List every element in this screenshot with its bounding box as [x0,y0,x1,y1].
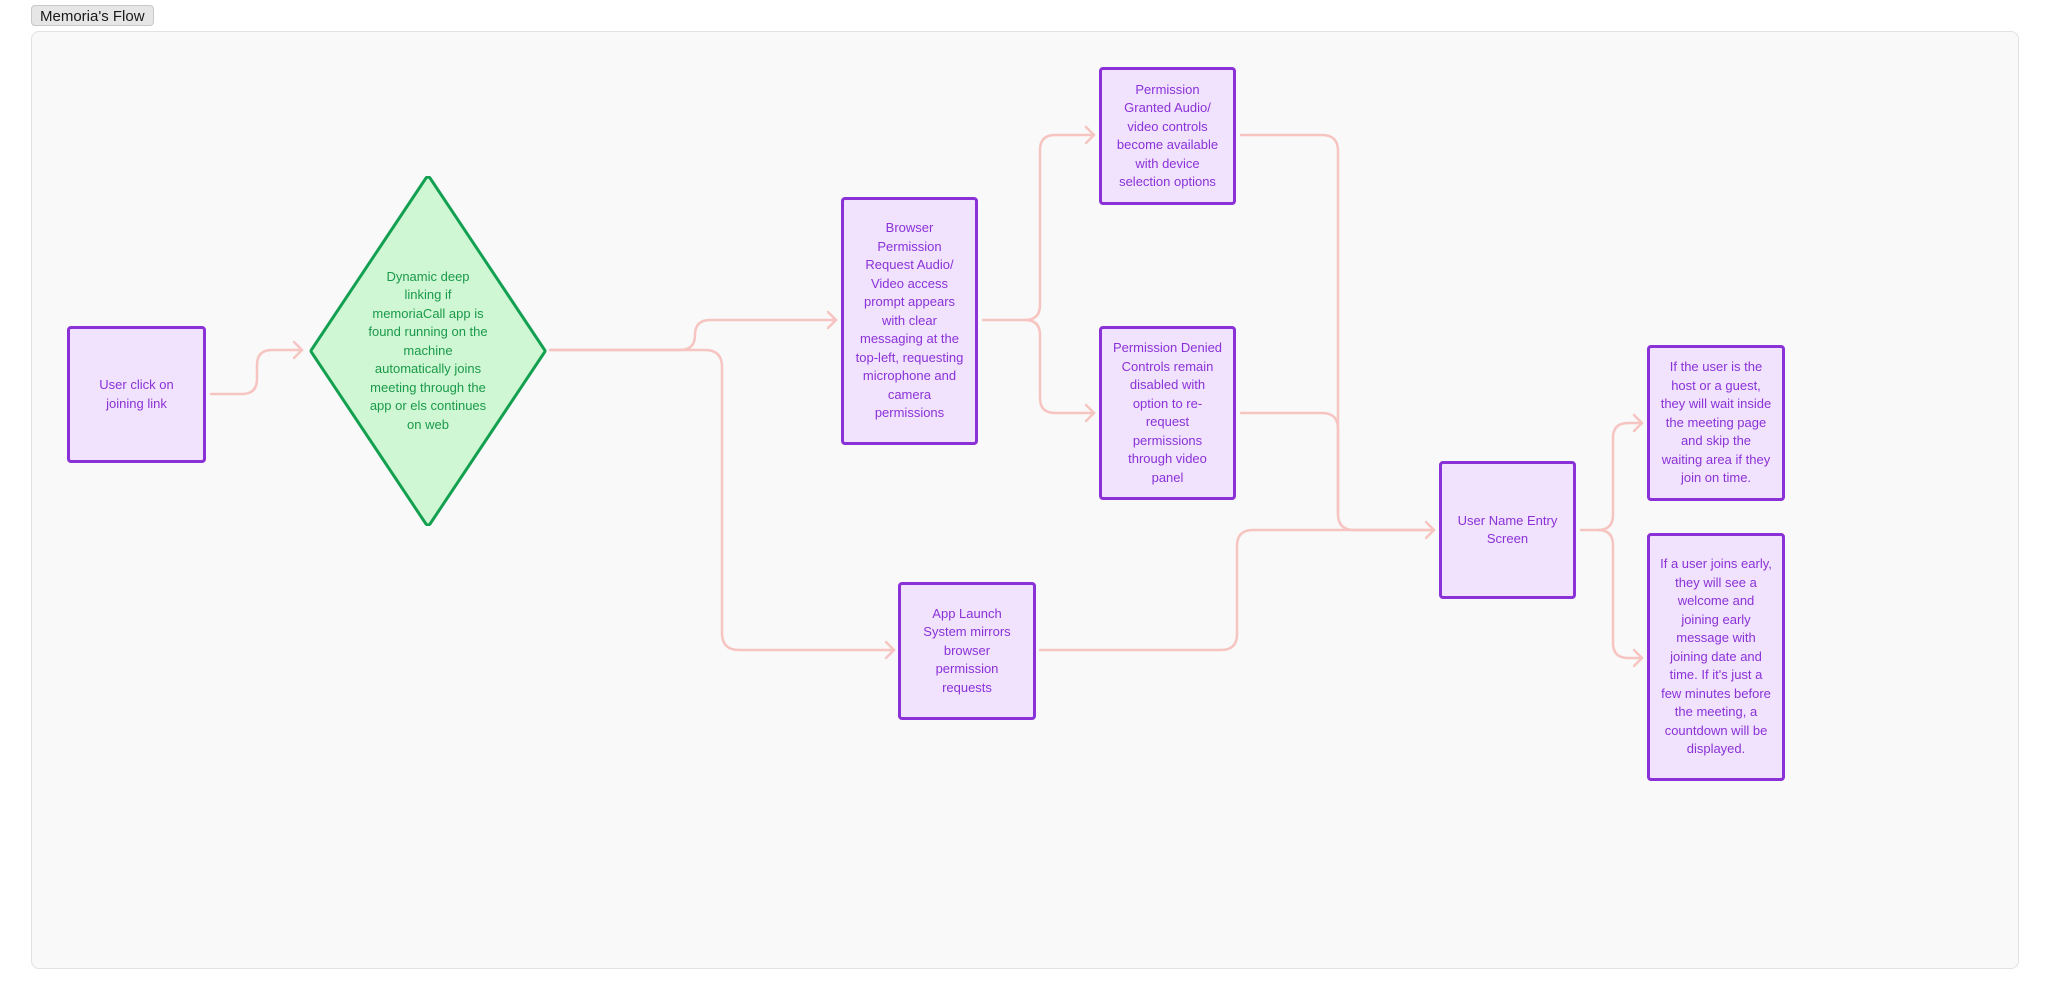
node-app-launch[interactable]: App Launch System mirrors browser permis… [898,582,1036,720]
decision-diamond-shape [309,176,547,526]
node-permission-granted-text: Permission Granted Audio/ video controls… [1116,81,1219,190]
node-host-or-guest[interactable]: If the user is the host or a guest, they… [1647,345,1785,501]
decision-deep-linking-text: Dynamic deep linking if memoriaCall app … [368,268,488,432]
node-browser-permission[interactable]: Browser Permission Request Audio/ Video … [841,197,978,445]
node-user-click-text: User click on joining link [99,377,174,411]
frame-title[interactable]: Memoria's Flow [31,5,154,26]
node-app-launch-text: App Launch System mirrors browser permis… [923,605,1011,695]
node-permission-denied[interactable]: Permission Denied Controls remain disabl… [1099,326,1236,500]
decision-deep-linking[interactable]: Dynamic deep linking if memoriaCall app … [308,176,548,526]
node-user-name-entry-text: User Name Entry Screen [1457,512,1558,547]
node-permission-denied-text: Permission Denied Controls remain disabl… [1112,340,1223,485]
node-host-or-guest-text: If the user is the host or a guest, they… [1660,359,1772,486]
node-permission-granted[interactable]: Permission Granted Audio/ video controls… [1099,67,1236,205]
node-joins-early-text: If a user joins early, they will see a w… [1660,556,1772,757]
node-joins-early[interactable]: If a user joins early, they will see a w… [1647,533,1785,781]
node-user-name-entry[interactable]: User Name Entry Screen [1439,461,1576,599]
node-user-click[interactable]: User click on joining link [67,326,206,463]
node-browser-permission-text: Browser Permission Request Audio/ Video … [855,220,964,421]
